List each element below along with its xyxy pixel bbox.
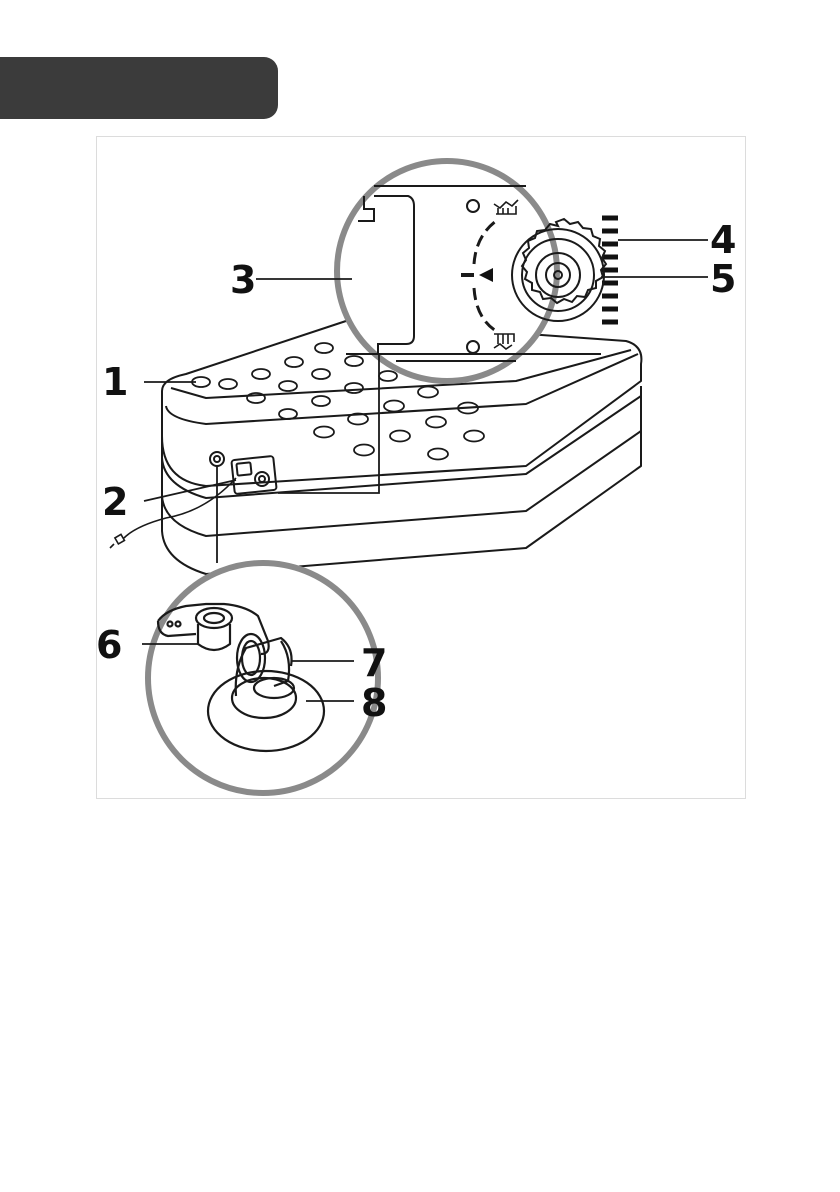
callout-8: 8 <box>361 681 387 725</box>
callout-5: 5 <box>710 257 736 301</box>
section-header-tab <box>0 57 278 119</box>
callout-1: 1 <box>102 360 128 404</box>
callout-7: 7 <box>361 641 387 685</box>
callout-2: 2 <box>102 480 128 524</box>
callout-3: 3 <box>230 258 256 302</box>
valve-magnifier <box>148 563 378 793</box>
callout-4: 4 <box>710 218 736 262</box>
air-mattress-diagram: 1 2 3 4 5 6 7 8 <box>96 136 746 799</box>
callout-6: 6 <box>96 623 122 667</box>
